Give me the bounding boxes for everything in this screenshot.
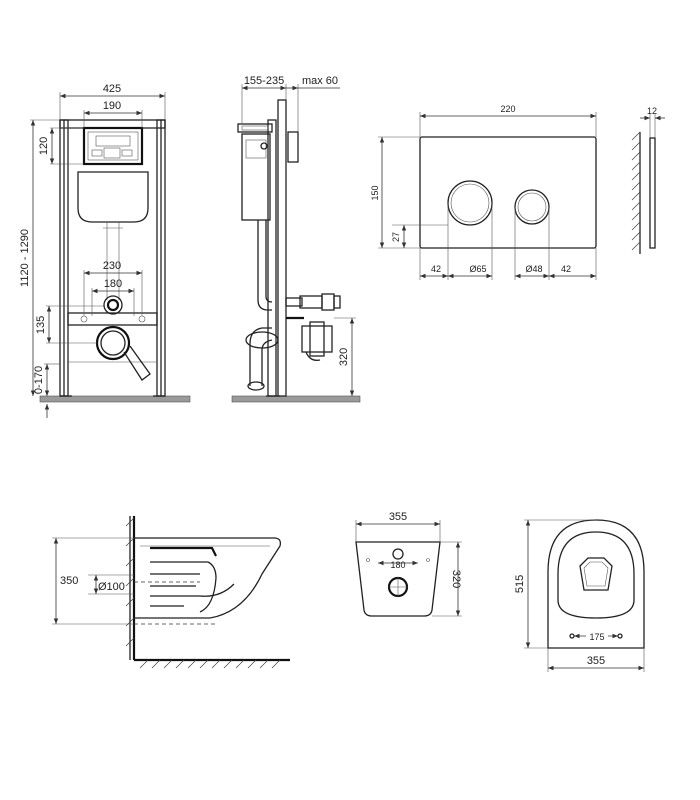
frame-side-view: 155-235 max 60 320 — [231, 75, 361, 403]
bowl-back-view: 180 355 320 — [355, 511, 462, 617]
dim-frame-width: 425 — [103, 83, 121, 95]
dim-plate-depth: 12 — [647, 106, 657, 116]
dim-wall-offset: max 60 — [302, 75, 338, 87]
cistern — [77, 171, 149, 223]
flush-box — [82, 126, 144, 166]
water-inlet — [103, 295, 123, 315]
dim-frame-height: 1120 - 1290 — [19, 229, 31, 287]
dim-frame-depth: 155-235 — [244, 75, 284, 87]
dim-top-length: 515 — [514, 575, 526, 593]
flush-plate — [419, 136, 597, 249]
bowl-profile — [134, 537, 282, 619]
flush-plate-profile — [649, 137, 656, 249]
dim-plate-width: 190 — [103, 100, 121, 112]
bowl-back-outline — [355, 541, 441, 617]
dim-button-offset: 27 — [391, 232, 401, 242]
dim-edge-right: 42 — [561, 264, 571, 274]
bowl-top-outline — [547, 519, 645, 649]
flush-plate-view: 220 150 27 42 Ø65 Ø48 42 — [370, 104, 597, 280]
drain-outlet — [95, 325, 131, 361]
dim-back-width: 355 — [389, 511, 407, 523]
dim-edge-left: 42 — [431, 264, 441, 274]
dim-button-small: Ø48 — [525, 264, 542, 274]
dim-plate-height: 120 — [38, 137, 50, 155]
dim-bolts-outer: 230 — [103, 260, 121, 272]
flush-button-large — [447, 180, 493, 226]
dim-back-bolts: 180 — [390, 560, 405, 570]
bowl-side-view: 350 Ø100 — [52, 516, 290, 669]
outlet-elbow — [249, 327, 272, 386]
dim-plate-w: 220 — [500, 104, 515, 114]
dim-outlet-height: 320 — [338, 348, 350, 366]
dim-bowl-height: 350 — [60, 575, 78, 587]
dim-seat-bolts: 175 — [589, 632, 604, 642]
bowl-top-view: 175 515 355 — [514, 519, 645, 672]
dim-top-width: 355 — [587, 655, 605, 667]
frame-front-view: 425 190 120 1120 - 1290 230 180 135 0 — [19, 83, 191, 418]
dim-plate-h: 150 — [370, 185, 380, 200]
dim-back-height: 320 — [450, 570, 462, 588]
floor-front — [39, 395, 191, 403]
dim-outlet-offset: 135 — [35, 316, 47, 334]
dim-pipe-diameter: Ø100 — [98, 581, 125, 593]
floor-side — [231, 395, 361, 403]
wall-side — [277, 99, 287, 397]
flush-plate-side-view: 12 — [631, 106, 665, 254]
dim-foot-adjust: 0-170 — [33, 366, 45, 394]
dim-button-large: Ø65 — [469, 264, 486, 274]
flush-button-small — [514, 189, 550, 225]
dim-bolts-inner: 180 — [104, 278, 122, 290]
cistern-side — [241, 133, 271, 221]
